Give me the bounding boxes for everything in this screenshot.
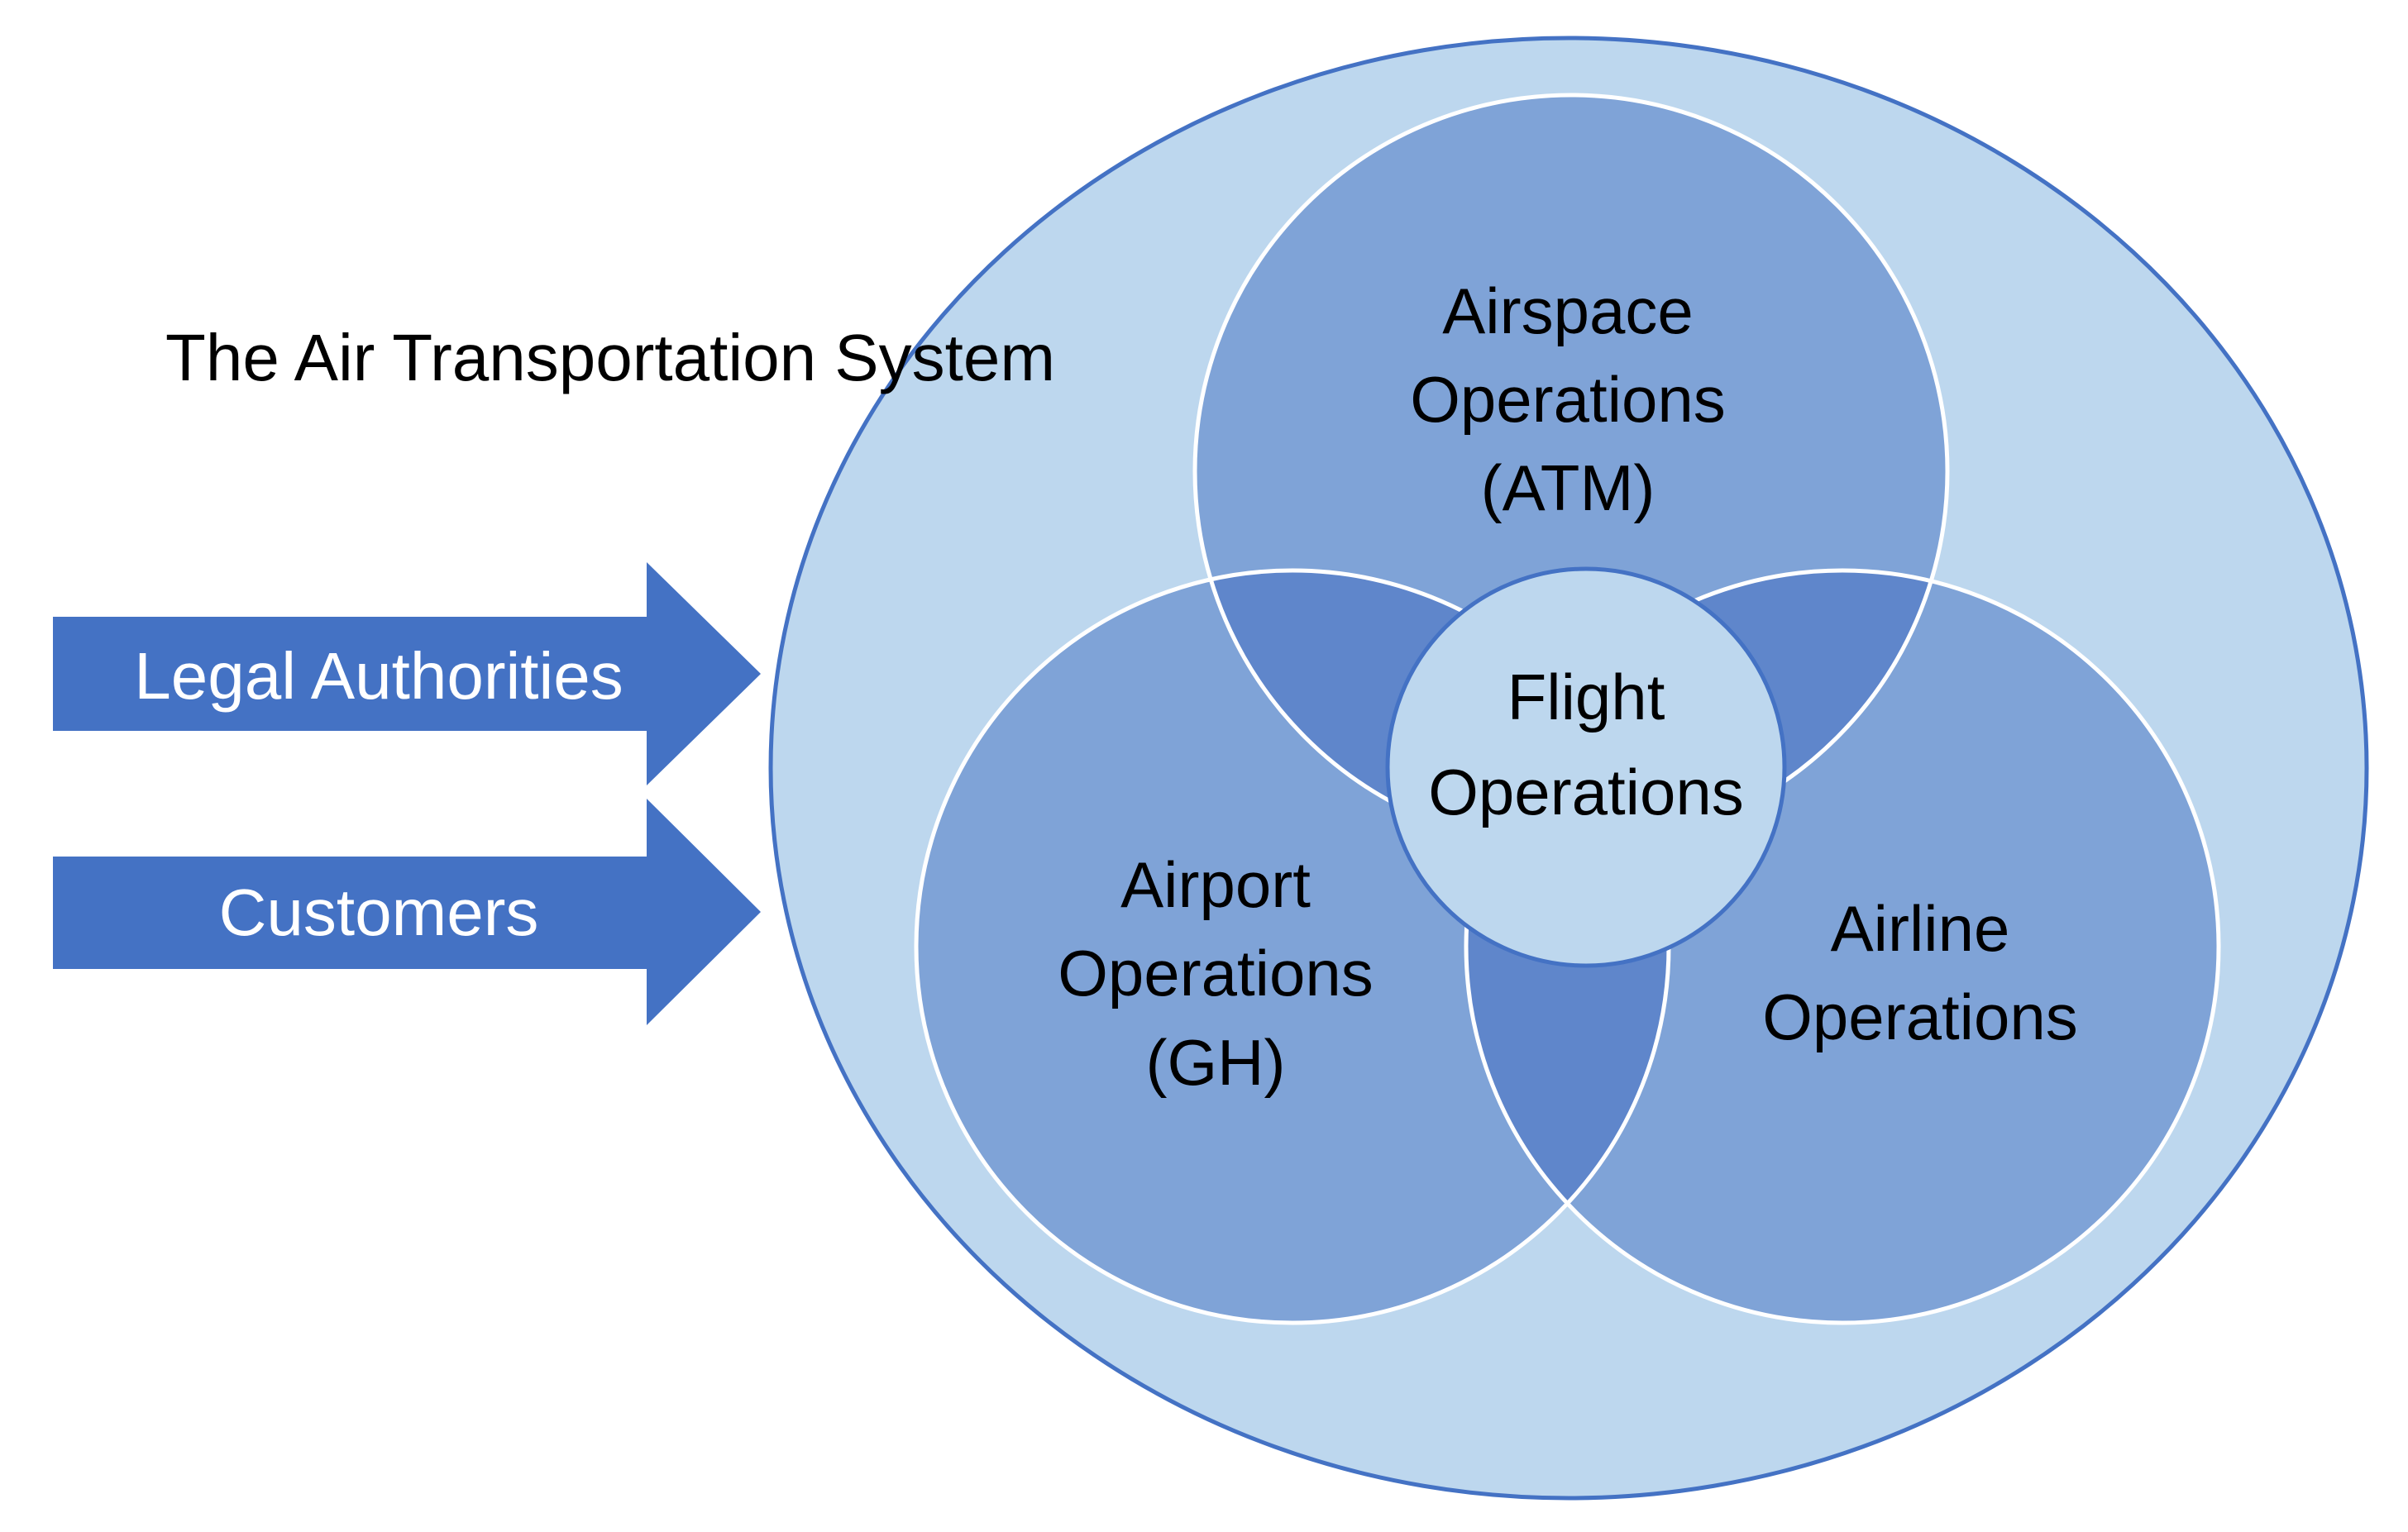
diagram-title: The Air Transportation System bbox=[165, 321, 1055, 394]
flight-label-line-2: Operations bbox=[1428, 756, 1744, 828]
airspace-label-line-3: (ATM) bbox=[1481, 451, 1656, 524]
legal-authorities-label: Legal Authorities bbox=[134, 639, 624, 713]
airspace-label-line-2: Operations bbox=[1410, 363, 1726, 436]
flight-operations-circle bbox=[1385, 566, 1787, 968]
airline-label-line-2: Operations bbox=[1762, 981, 2078, 1053]
airport-label-line-3: (GH) bbox=[1146, 1026, 1286, 1099]
customers-arrow bbox=[53, 799, 761, 1025]
airport-label-line-1: Airport bbox=[1120, 848, 1311, 921]
airline-circle-outline bbox=[1464, 568, 2221, 1325]
airspace-label-line-1: Airspace bbox=[1442, 274, 1693, 347]
airline-label-line-1: Airline bbox=[1831, 892, 2010, 965]
legal-authorities-arrow bbox=[53, 562, 761, 785]
customers-label: Customers bbox=[219, 876, 539, 949]
airport-label-line-2: Operations bbox=[1058, 937, 1374, 1009]
flight-label-line-1: Flight bbox=[1507, 661, 1665, 733]
